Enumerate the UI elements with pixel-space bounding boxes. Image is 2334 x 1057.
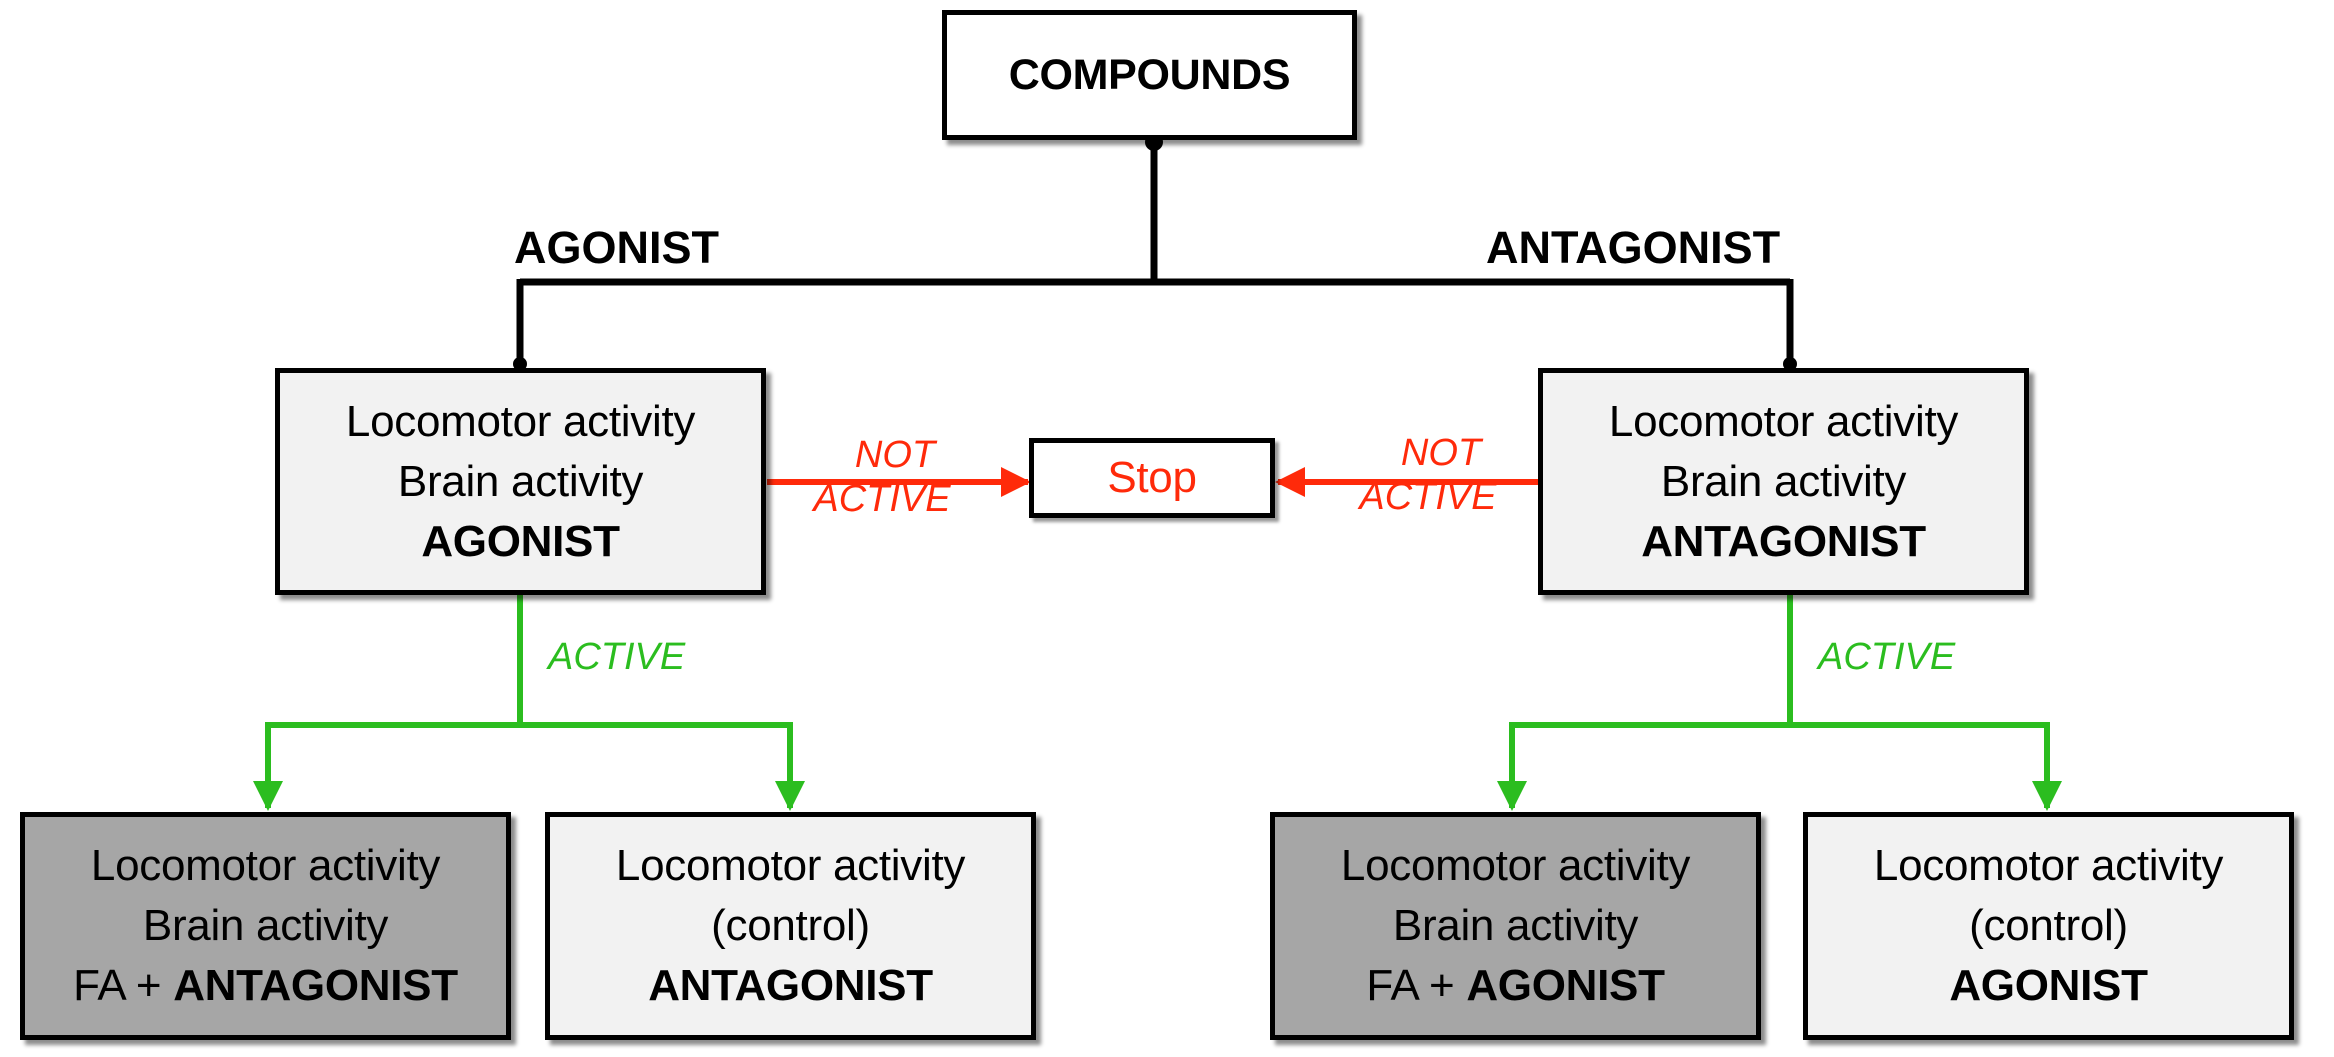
antagonist-control-line3: ANTAGONIST xyxy=(648,961,933,1010)
agonist-control-box: Locomotor activity (control) AGONIST xyxy=(1803,812,2294,1040)
fa-antagonist-bold: ANTAGONIST xyxy=(173,961,458,1010)
agonist-test-line1: Locomotor activity xyxy=(345,396,696,446)
compounds-box: COMPOUNDS xyxy=(942,10,1357,140)
not-active-left-line1: NOT xyxy=(854,434,936,476)
agonist-test-line2: Brain activity xyxy=(397,456,644,506)
right-joint-dot xyxy=(1783,357,1797,371)
not-active-label-left: NOT ACTIVE xyxy=(812,433,952,521)
not-active-label-right: NOT ACTIVE xyxy=(1358,431,1498,519)
fa-antagonist-line3: FA + ANTAGONIST xyxy=(73,964,458,1008)
fa-agonist-prefix: FA + xyxy=(1366,961,1467,1010)
antagonist-control-box: Locomotor activity (control) ANTAGONIST xyxy=(545,812,1036,1040)
stop-label: Stop xyxy=(1107,453,1197,502)
agonist-branch-label: AGONIST xyxy=(514,222,720,273)
agonist-control-line2: (control) xyxy=(1969,901,2128,950)
fa-antagonist-prefix: FA + xyxy=(73,961,174,1010)
stop-box: Stop xyxy=(1029,438,1275,518)
active-connector-left xyxy=(253,595,805,811)
antagonist-test-line3: ANTAGONIST xyxy=(1641,516,1926,566)
not-active-right-line2: ACTIVE xyxy=(1359,476,1497,518)
agonist-test-line3: AGONIST xyxy=(421,516,620,566)
antagonist-control-line2: (control) xyxy=(711,901,870,950)
antagonist-branch-label: ANTAGONIST xyxy=(1486,222,1781,273)
agonist-control-line3: AGONIST xyxy=(1949,961,2148,1010)
fa-antagonist-line2: Brain activity xyxy=(142,901,389,950)
compounds-label: COMPOUNDS xyxy=(1008,50,1291,99)
antagonist-test-line1: Locomotor activity xyxy=(1608,396,1959,446)
not-active-left-line2: ACTIVE xyxy=(813,478,951,520)
active-label-right: ACTIVE xyxy=(1818,636,1956,678)
fa-agonist-bold: AGONIST xyxy=(1466,961,1665,1010)
fa-antagonist-line1: Locomotor activity xyxy=(90,841,441,890)
antagonist-test-line2: Brain activity xyxy=(1660,456,1907,506)
fa-antagonist-box: Locomotor activity Brain activity FA + A… xyxy=(20,812,511,1040)
active-connector-right xyxy=(1497,595,2062,811)
agonist-test-box: Locomotor activity Brain activity AGONIS… xyxy=(275,368,766,595)
fa-agonist-line2: Brain activity xyxy=(1392,901,1639,950)
fa-agonist-line3: FA + AGONIST xyxy=(1366,961,1665,1010)
fa-agonist-box: Locomotor activity Brain activity FA + A… xyxy=(1270,812,1761,1040)
left-joint-dot xyxy=(513,357,527,371)
agonist-control-line1: Locomotor activity xyxy=(1873,841,2224,890)
antagonist-control-line1: Locomotor activity xyxy=(615,841,966,890)
antagonist-test-box: Locomotor activity Brain activity ANTAGO… xyxy=(1538,368,2029,595)
fa-agonist-line1: Locomotor activity xyxy=(1340,841,1691,890)
tree-connector xyxy=(516,140,1794,370)
not-active-right-line1: NOT xyxy=(1400,432,1482,474)
active-label-left: ACTIVE xyxy=(548,636,686,678)
